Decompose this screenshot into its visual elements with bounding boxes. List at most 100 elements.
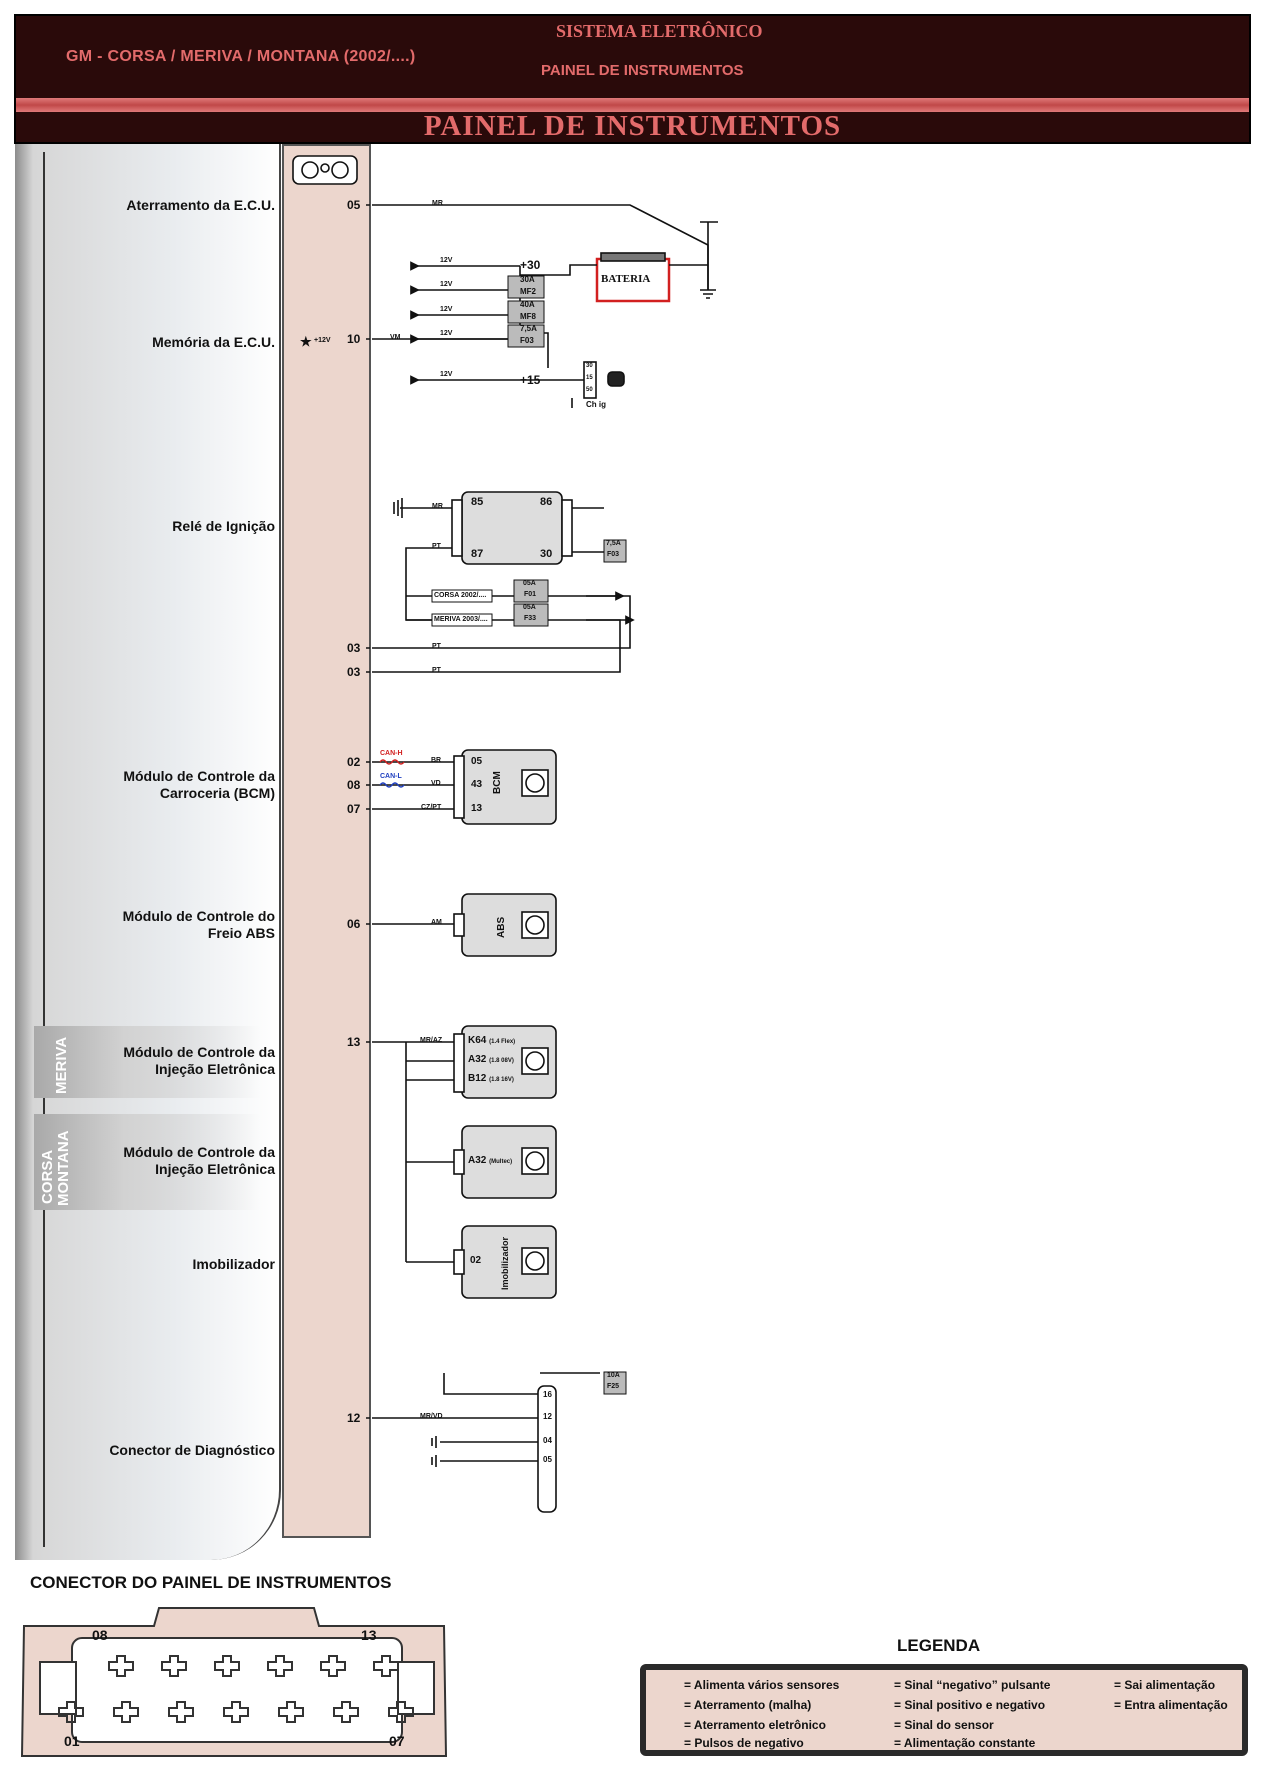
pin-03-b: 03 (347, 665, 361, 679)
region-corsa-montana: CORSA MONTANA (34, 1114, 260, 1210)
pin-07: 07 (347, 802, 361, 816)
wire-switch (540, 368, 587, 408)
region-meriva: MERIVA (34, 1026, 260, 1098)
can-h-label: CAN-H (380, 750, 403, 757)
immobilizer-pin-02: 02 (470, 1255, 482, 1266)
relay-pins-left (451, 499, 463, 557)
bcm-name: BCM (492, 771, 503, 794)
wire-label-czpt: CZ/PT (421, 804, 442, 811)
vehicle-model: GM - CORSA / MERIVA / MONTANA (2002/....… (66, 48, 416, 65)
fuse-f01-name: F01 (524, 591, 537, 598)
connector-pin-07: 07 (389, 1733, 405, 1749)
label-bcm-line2: Carroceria (BCM) (159, 785, 275, 801)
connector-title: CONECTOR DO PAINEL DE INSTRUMENTOS (30, 1573, 392, 1592)
label-ignition-relay: Relé de Ignição (172, 518, 275, 534)
diag-pin-04: 04 (543, 1436, 552, 1445)
system-title: SISTEMA ELETRÔNICO (556, 21, 763, 41)
fuse-f03b-amp: 7,5A (606, 540, 621, 547)
injection-pin-a32: A32 (1.8 08V) (468, 1054, 514, 1065)
strip-pin-stubs (366, 204, 370, 1419)
diag-connector-body (537, 1385, 557, 1513)
fuse-mf8-amp: 40A (520, 300, 535, 309)
pin-05: 05 (347, 198, 361, 212)
bcm-pin-43: 43 (471, 779, 483, 790)
component-labels: Aterramento da E.C.U. Memória da E.C.U. … (15, 0, 275, 1780)
legend-item-constant: = Alimentação constante (894, 1736, 1036, 1750)
fuse-group (431, 275, 627, 1395)
relay-variant-corsa: CORSA 2002/.... (434, 592, 487, 599)
abs-pin (453, 913, 465, 937)
connector-pin-13: 13 (361, 1627, 377, 1643)
legend-box: = Alimenta vários sensores = Sinal “nega… (640, 1664, 1248, 1756)
instrument-panel-body (15, 144, 281, 1560)
label-ecu-memory: Memória da E.C.U. (152, 334, 275, 350)
immobilizer-pin (453, 1249, 465, 1275)
relay-pin-87: 87 (471, 548, 484, 560)
cluster-gauge-center (320, 163, 330, 173)
legend-item-neg-pulses: = Pulsos de negativo (684, 1736, 804, 1750)
relay-pin-85: 85 (471, 496, 484, 508)
legend-item-sensor-signal: = Sinal do sensor (894, 1718, 994, 1732)
wire-label-mraz: MR/AZ (420, 1037, 443, 1044)
wire-label-vd: VD (431, 780, 441, 787)
wire-label-mr: MR (432, 200, 443, 207)
pin-10: 10 (347, 332, 361, 346)
immobilizer-name: Imobilizador (500, 1236, 510, 1290)
pin-06: 06 (347, 917, 361, 931)
relay-pin-30: 30 (540, 548, 553, 560)
connector-pin-01: 01 (64, 1733, 80, 1749)
wire-relay-87-a (372, 547, 621, 673)
panel-edge-line (43, 152, 45, 1547)
bcm-pins (453, 755, 465, 819)
diag-ground-symbols (431, 1436, 437, 1467)
p15-label: +15 (520, 373, 541, 387)
label-abs-line1: Módulo de Controle do (122, 908, 275, 924)
key-icon (607, 371, 625, 387)
wire-battery-positive (520, 264, 597, 276)
wire-diag-16 (443, 1372, 600, 1395)
p30-label: +30 (520, 258, 541, 272)
v12-label-1: 12V (440, 257, 453, 264)
fuse-f03b-name: F03 (607, 551, 620, 558)
cluster-gauge-right (331, 161, 349, 179)
relay-variant-meriva: MERIVA 2003/.... (434, 616, 488, 623)
label-injection2-line1: Módulo de Controle da (123, 1144, 275, 1160)
wire-label-relay-pt: PT (432, 543, 441, 550)
fuse-mf2-amp: 30A (520, 275, 535, 284)
label-injection-line2: Injeção Eletrônica (155, 1061, 275, 1077)
label-immobilizer: Imobilizador (192, 1256, 275, 1272)
relay-pin-86: 86 (540, 496, 553, 508)
ground-symbol (700, 221, 718, 299)
legend-item-pos-neg: = Sinal positivo e negativo (894, 1698, 1046, 1712)
fuse-f01-amp: 05A (523, 580, 536, 587)
bcm-pin-13: 13 (471, 803, 483, 814)
diag-pin-05: 05 (543, 1455, 552, 1464)
injection-pins (453, 1033, 465, 1093)
header-band (16, 98, 1249, 112)
injection2-pin-a32: A32 (Multec) (468, 1155, 513, 1166)
connector-drawing (20, 1607, 448, 1757)
plus12-label: +12V (314, 337, 331, 344)
ignition-switch-label: Ch ig (586, 400, 606, 409)
fuse-mf8-name: MF8 (520, 312, 536, 321)
legend-item-sensors: = Alimenta vários sensores (684, 1678, 840, 1692)
wire-label-pt-a: PT (432, 643, 441, 650)
page-title: PAINEL DE INSTRUMENTOS (423, 110, 842, 142)
battery-label: BATERIA (601, 273, 651, 285)
label-diagnostic: Conector de Diagnóstico (109, 1442, 275, 1458)
fuse-f25-name: F25 (607, 1383, 620, 1390)
ignition-switch-pins (583, 361, 597, 399)
v12-label-4: 12V (440, 330, 453, 337)
pin-02: 02 (347, 755, 361, 769)
can-h-squiggle (379, 759, 405, 765)
v12-label-2: 12V (440, 281, 453, 288)
fuse-f25-amp: 10A (607, 1372, 620, 1379)
diag-pin-16: 16 (543, 1390, 552, 1399)
battery-terminals (600, 252, 666, 262)
wire-label-relay-mr: MR (432, 503, 443, 510)
relay-ground-symbol (393, 498, 403, 518)
ignition-switch-pin-30: 30 (586, 363, 593, 369)
cluster-gauge-left (301, 161, 319, 179)
injection-pin-b12: B12 (1.8 16V) (468, 1073, 514, 1084)
